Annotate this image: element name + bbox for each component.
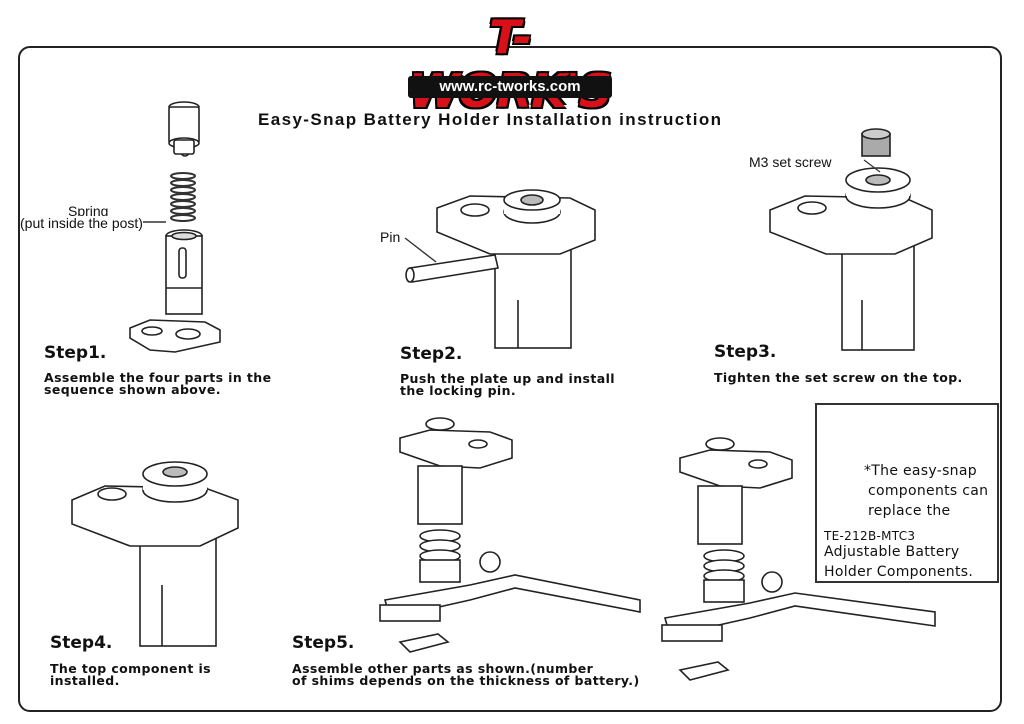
step5-description-line1: Assemble other parts as shown.(number [292, 661, 594, 676]
step1-exploded-parts-illustration [129, 101, 221, 353]
step5-assembly-illustration-right [661, 437, 936, 681]
step3-description-line1: Tighten the set screw on the top. [714, 370, 963, 385]
step1-title: Step1. [44, 343, 107, 363]
step2-title: Step2. [400, 344, 463, 364]
note-part-number: TE-212B-MTC3 [824, 529, 916, 543]
set-screw-callout: M3 set screw [749, 154, 832, 170]
step1-description-line2: sequence shown above. [44, 382, 221, 397]
step4-title: Step4. [50, 633, 113, 653]
spring-callout-line1: Spring [68, 203, 109, 219]
instruction-frame [18, 46, 1002, 712]
spring-callout: Spring [68, 203, 109, 219]
step4-installed-illustration [71, 461, 239, 647]
tworks-logo: T-WORK'S www.rc-tworks.com [400, 6, 620, 118]
step3-title: Step3. [714, 342, 777, 362]
logo-url: www.rc-tworks.com [408, 76, 612, 98]
note-line6: Holder Components. [824, 564, 974, 580]
step2-description-line1: Push the plate up and install [400, 371, 615, 386]
note-line5: Adjustable Battery [824, 544, 960, 560]
step5-description-line2: of shims depends on the thickness of bat… [292, 673, 640, 688]
step1-description-line1: Assemble the four parts in the [44, 370, 272, 385]
step3-set-screw-illustration [769, 128, 933, 351]
step5-title: Step5. [292, 633, 355, 653]
page-title: Easy-Snap Battery Holder Installation in… [258, 110, 723, 129]
spring-callout-line2: (put inside the post) [20, 215, 143, 231]
step2-pin-install-illustration [404, 189, 596, 349]
note-line2: components can [868, 483, 989, 499]
note-line3: replace the [868, 503, 951, 519]
step4-description-line1: The top component is [50, 661, 212, 676]
pin-callout: Pin [380, 229, 401, 245]
step4-description-line2: installed. [50, 673, 120, 688]
spring-note-callout: (put inside the post) [20, 216, 143, 230]
step5-assembly-illustration-left [379, 417, 641, 653]
replacement-note-box [815, 403, 999, 583]
step2-description-line2: the locking pin. [400, 383, 517, 398]
note-line1: *The easy-snap [864, 463, 977, 479]
